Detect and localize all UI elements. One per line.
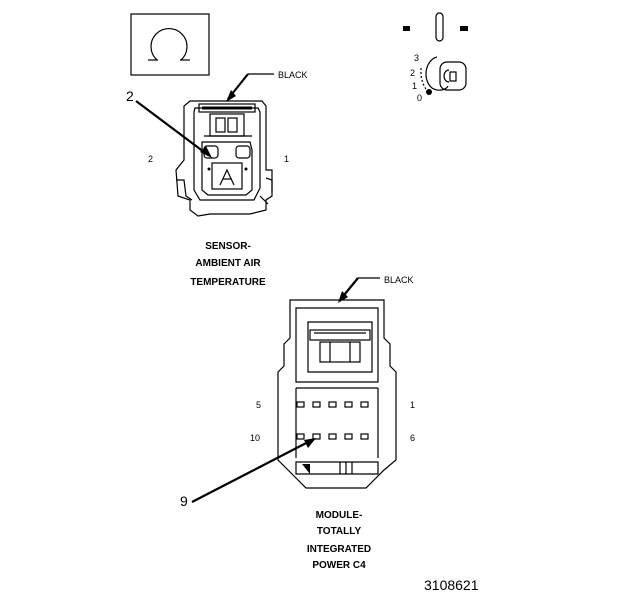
ohm-meter-icon bbox=[130, 13, 210, 76]
sensor-pin-left: 2 bbox=[148, 154, 153, 164]
module-callout-number: 9 bbox=[180, 493, 188, 509]
sensor-callout-arrow bbox=[135, 100, 209, 156]
sensor-wire-color-label: BLACK bbox=[278, 70, 308, 80]
module-pin-6: 6 bbox=[410, 433, 415, 443]
figure-id: 3108621 bbox=[424, 577, 479, 593]
ignition-key-switch-icon: 3 2 1 0 bbox=[403, 12, 468, 103]
module-pin-10: 10 bbox=[250, 433, 260, 443]
module-connector bbox=[277, 299, 397, 489]
module-title-line-4: POWER C4 bbox=[312, 560, 366, 571]
module-title-line-2: TOTALLY bbox=[317, 526, 362, 537]
module-wire-arrowhead bbox=[338, 291, 348, 303]
ignition-position-0: 0 bbox=[417, 93, 422, 103]
module-title-line-3: INTEGRATED bbox=[307, 544, 371, 555]
sensor-wire-arrowhead bbox=[226, 90, 236, 102]
ignition-position-3: 3 bbox=[414, 53, 419, 63]
module-pin-5: 5 bbox=[256, 400, 261, 410]
sensor-callout-arrowhead bbox=[200, 146, 212, 158]
sensor-pin-right: 1 bbox=[284, 154, 289, 164]
module-wire-color-label: BLACK bbox=[384, 275, 414, 285]
module-callout-arrow bbox=[191, 439, 313, 503]
module-pin-1: 1 bbox=[410, 400, 415, 410]
ignition-position-1: 1 bbox=[412, 81, 417, 91]
module-callout-arrowhead bbox=[304, 438, 316, 448]
sensor-title-line-2: AMBIENT AIR bbox=[195, 258, 261, 269]
sensor-callout-number: 2 bbox=[126, 88, 134, 104]
sensor-connector bbox=[175, 100, 273, 217]
sensor-title-line-3: TEMPERATURE bbox=[190, 277, 266, 288]
sensor-title-line-1: SENSOR- bbox=[205, 241, 251, 252]
module-title-line-1: MODULE- bbox=[316, 510, 363, 521]
ignition-position-2: 2 bbox=[410, 68, 415, 78]
